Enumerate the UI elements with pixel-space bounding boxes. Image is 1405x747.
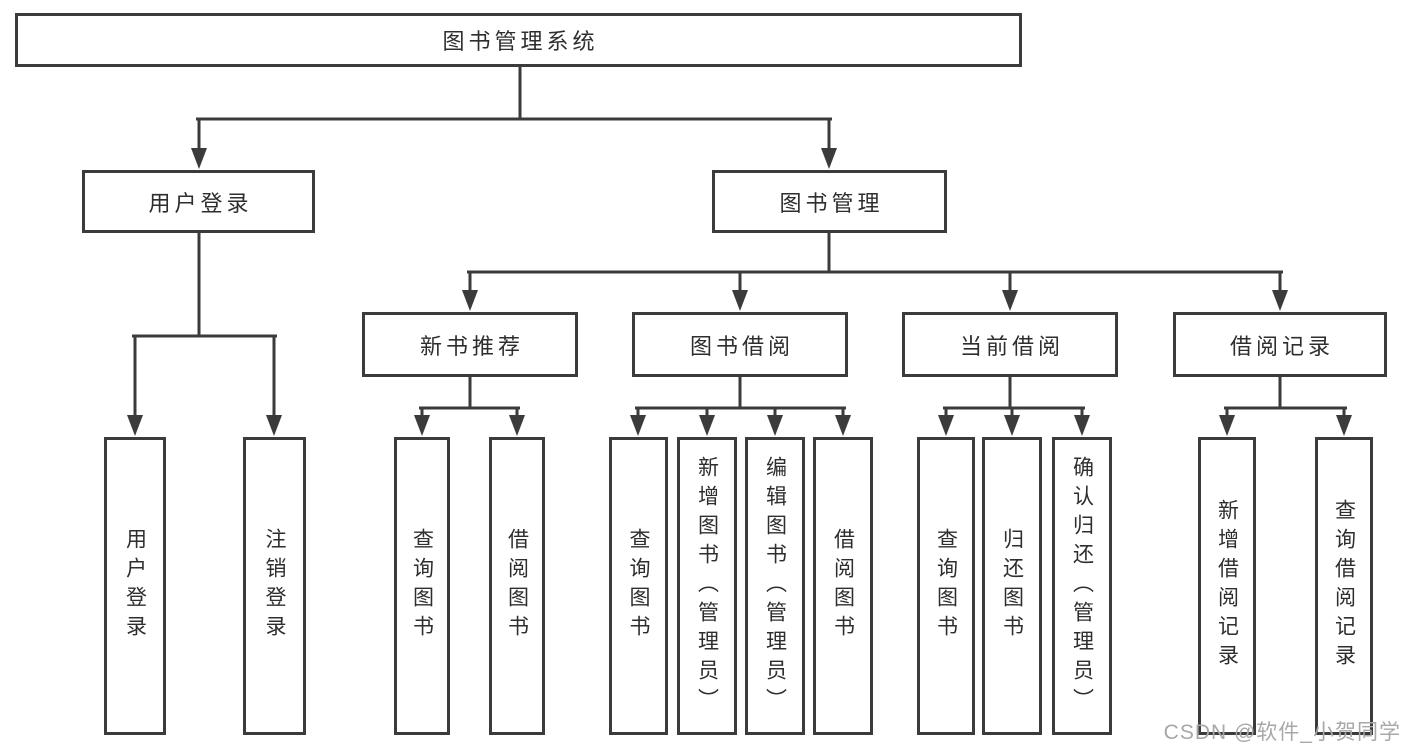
connector-new-book-group [414,375,525,436]
node-leaf-add-book-admin-label: 新增图书（管理员） [695,455,719,717]
node-leaf-query-books-borrow-label: 查询图书 [627,528,650,644]
node-leaf-return-book: 归还图书 [982,437,1042,735]
node-leaf-query-books-current-label: 查询图书 [934,528,958,644]
node-leaf-confirm-return-admin: 确认归还（管理员） [1052,437,1112,735]
node-user-login-label: 用户登录 [148,190,253,216]
node-book-borrow: 图书借阅 [632,312,848,377]
connector-book-management-group [462,231,1288,311]
connector-book-borrow-group [630,375,851,436]
connector-root-group [191,64,837,169]
node-leaf-borrow-books-recommend: 借阅图书 [489,437,545,735]
node-leaf-edit-book-admin-label: 编辑图书（管理员） [763,455,787,717]
node-leaf-add-borrow-record: 新增借阅记录 [1198,437,1256,735]
node-new-book-recommend-label: 新书推荐 [419,333,524,359]
connector-borrow-records-group [1219,375,1352,436]
csdn-watermark: CSDN @软件_小贺同学 [1163,721,1401,744]
node-leaf-query-books-borrow: 查询图书 [609,437,668,735]
node-leaf-query-borrow-record: 查询借阅记录 [1315,437,1373,735]
node-book-borrow-label: 图书借阅 [689,333,794,359]
node-leaf-user-login: 用户登录 [104,437,166,735]
node-new-book-recommend: 新书推荐 [362,312,578,377]
node-borrow-records: 借阅记录 [1173,312,1387,377]
node-leaf-query-books-recommend: 查询图书 [394,437,450,735]
node-leaf-edit-book-admin: 编辑图书（管理员） [745,437,805,735]
node-borrow-records-label: 借阅记录 [1229,333,1334,359]
connector-current-borrow-group [938,375,1090,436]
node-user-login: 用户登录 [82,170,315,233]
node-current-borrow: 当前借阅 [902,312,1118,377]
connector-user-login-group [127,231,282,436]
node-book-management: 图书管理 [712,170,947,233]
node-current-borrow-label: 当前借阅 [959,333,1064,359]
node-leaf-return-book-label: 归还图书 [1000,528,1024,644]
node-leaf-user-login-label: 用户登录 [123,528,147,644]
node-leaf-logout: 注销登录 [243,437,306,735]
node-leaf-borrow-books-recommend-label: 借阅图书 [505,528,529,644]
node-leaf-confirm-return-admin-label: 确认归还（管理员） [1070,455,1094,717]
node-leaf-query-borrow-record-label: 查询借阅记录 [1332,499,1356,673]
node-root: 图书管理系统 [15,13,1022,67]
node-leaf-add-book-admin: 新增图书（管理员） [677,437,737,735]
node-book-management-label: 图书管理 [779,190,884,216]
node-leaf-query-books-recommend-label: 查询图书 [410,528,434,644]
node-leaf-borrow-books-label: 借阅图书 [831,528,855,644]
node-leaf-borrow-books: 借阅图书 [813,437,873,735]
node-leaf-query-books-current: 查询图书 [917,437,975,735]
node-leaf-logout-label: 注销登录 [263,528,286,644]
node-root-label: 图书管理系统 [442,29,599,54]
node-leaf-add-borrow-record-label: 新增借阅记录 [1215,499,1239,673]
